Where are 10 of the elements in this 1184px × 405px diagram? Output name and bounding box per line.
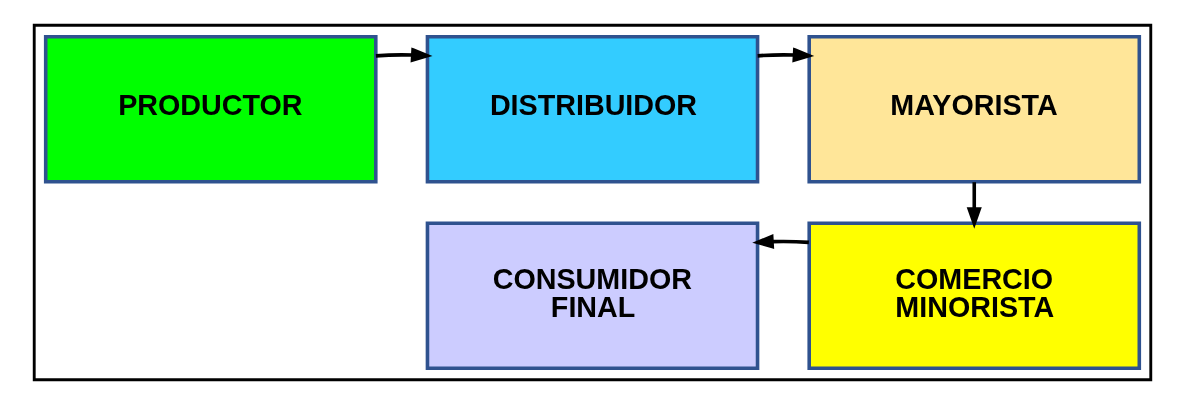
node-box: DISTRIBUIDOR xyxy=(425,34,759,184)
arrow xyxy=(375,47,432,63)
arrow xyxy=(751,234,809,250)
node-box: MAYORISTA xyxy=(806,34,1141,184)
node-box: COMERCIO MINORISTA xyxy=(806,221,1141,371)
arrow xyxy=(757,47,814,63)
arrow xyxy=(966,182,982,229)
cluster xyxy=(32,23,1152,382)
node-box: PRODUCTOR xyxy=(43,34,378,184)
node-box: CONSUMIDOR FINAL xyxy=(425,221,759,371)
